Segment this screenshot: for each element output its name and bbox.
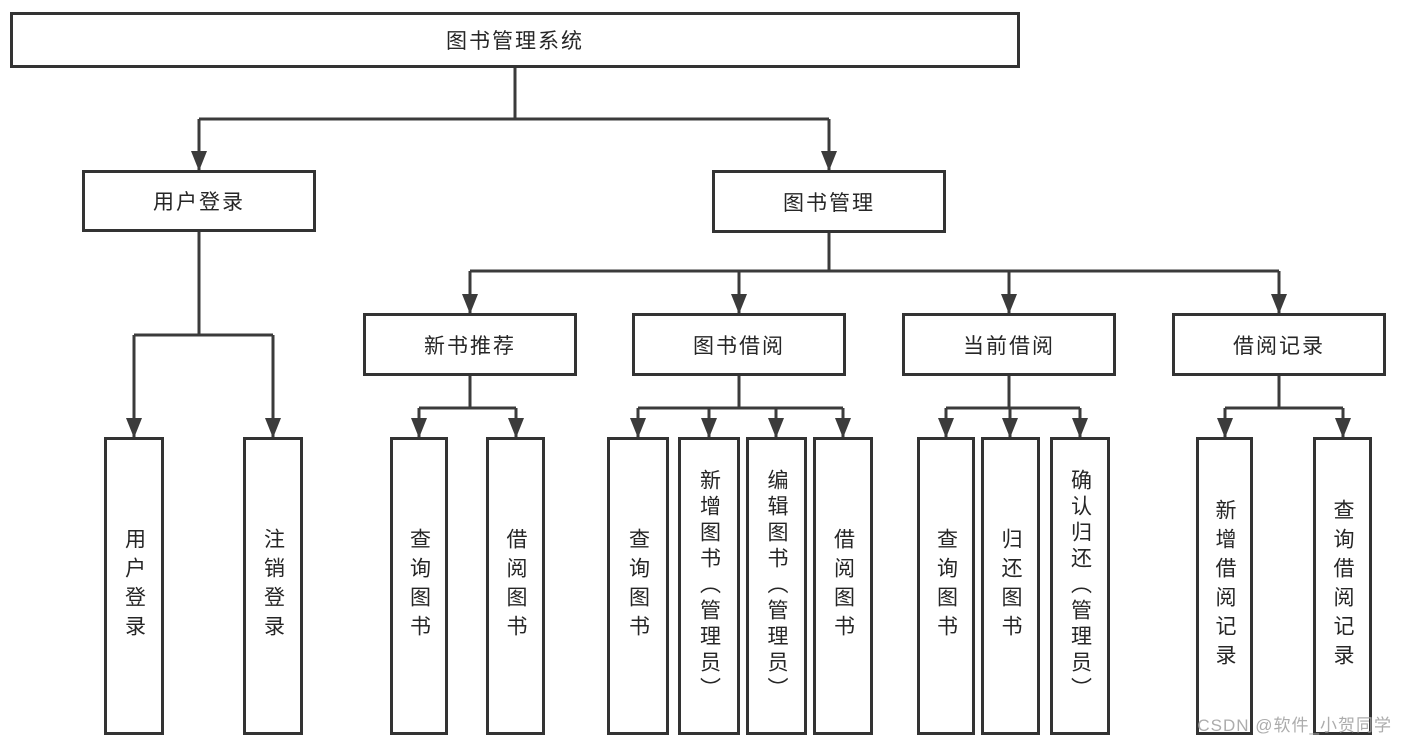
node-borrowing-records: 借阅记录	[1172, 313, 1386, 376]
csdn-watermark: CSDN @软件_小贺同学	[1197, 716, 1392, 735]
leaf-query-books-recommend: 查询图书	[390, 437, 448, 735]
leaf-query-books-current: 查询图书	[917, 437, 975, 735]
leaf-query-borrow-record: 查询借阅记录	[1313, 437, 1372, 735]
leaf-confirm-return-admin: 确认归还（管理员）	[1050, 437, 1110, 735]
leaf-add-borrow-record: 新增借阅记录	[1196, 437, 1253, 735]
leaf-return-books: 归还图书	[981, 437, 1040, 735]
arrowheads	[126, 151, 1351, 438]
leaf-edit-book-admin: 编辑图书（管理员）	[746, 437, 807, 735]
node-new-book-recommend: 新书推荐	[363, 313, 577, 376]
node-book-management: 图书管理	[712, 170, 946, 233]
leaf-borrow-books-recommend: 借阅图书	[486, 437, 545, 735]
node-user-login: 用户登录	[82, 170, 316, 232]
leaf-add-book-admin: 新增图书（管理员）	[678, 437, 740, 735]
leaf-user-login: 用户登录	[104, 437, 164, 735]
node-book-borrowing: 图书借阅	[632, 313, 846, 376]
node-library-management-system: 图书管理系统	[10, 12, 1020, 68]
leaf-logout: 注销登录	[243, 437, 303, 735]
node-current-borrowing: 当前借阅	[902, 313, 1116, 376]
leaf-query-books-borrowing: 查询图书	[607, 437, 669, 735]
leaf-borrow-books-borrowing: 借阅图书	[813, 437, 873, 735]
